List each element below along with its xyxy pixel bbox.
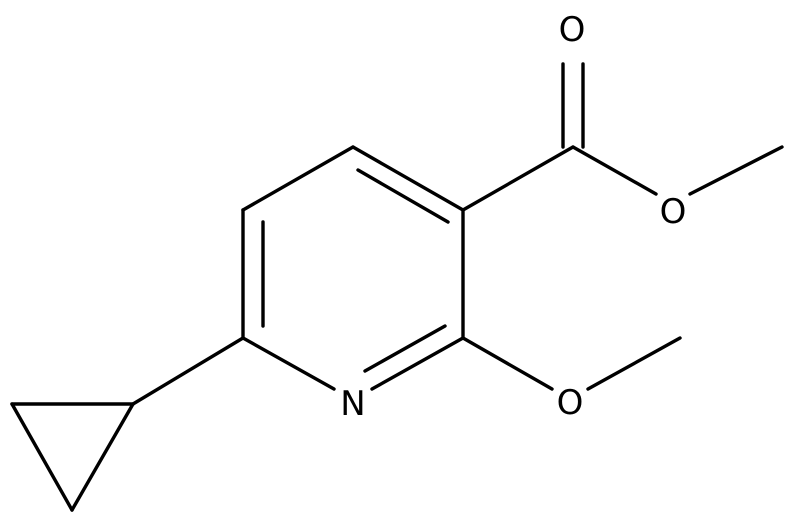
bond-cyclopropyl-to-ring <box>131 336 245 406</box>
bond-c4-c3 <box>351 145 465 212</box>
bond-c4-c3-inner <box>356 168 450 224</box>
bond-cyclopropyl-3 <box>10 402 74 512</box>
methoxy-group <box>461 336 682 391</box>
bond-c5-c4 <box>241 145 355 212</box>
methoxy-oxygen-label: O <box>557 383 584 423</box>
carbonyl-oxygen-label: O <box>559 10 586 50</box>
bond-n1-c6 <box>241 336 336 391</box>
bond-ring-to-methoxy-oxygen <box>461 336 554 391</box>
bond-c2-n1-inner <box>363 324 447 373</box>
methyl-ester-group <box>461 62 784 212</box>
cyclopropyl-group <box>10 402 135 512</box>
bond-ring-to-carbonyl-carbon <box>461 145 575 212</box>
bond-carbonyl-carbon-to-ester-oxygen <box>571 145 658 196</box>
bond-ester-oxygen-to-methyl <box>688 145 784 196</box>
bond-c2-n1 <box>370 336 465 391</box>
ester-oxygen-label: O <box>660 192 687 232</box>
ring-nitrogen-label: N <box>340 384 365 424</box>
pyridine-ring <box>241 145 465 391</box>
bond-methoxy-oxygen-to-methyl <box>586 336 682 391</box>
bond-cyclopropyl-2 <box>70 402 135 512</box>
